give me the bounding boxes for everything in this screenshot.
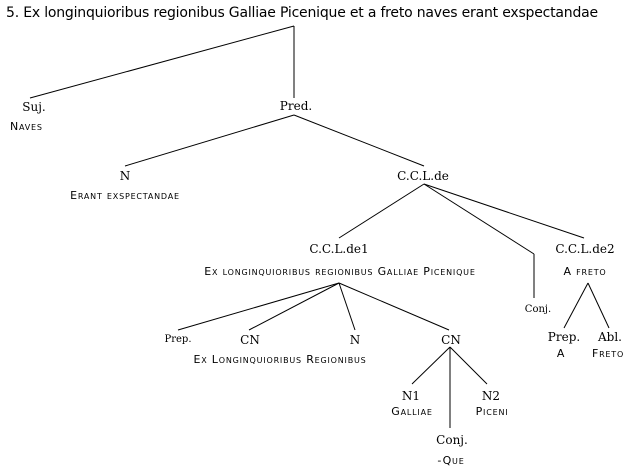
edge-ccl1-cn2 bbox=[338, 282, 450, 331]
gloss-n1: Galliae bbox=[391, 405, 433, 418]
gloss-ex-longinquioribus: Ex Longinquioribus Regionibus bbox=[193, 353, 367, 366]
edge-ccl1-n bbox=[338, 282, 356, 331]
node-ccl1: C.C.L.de1 bbox=[309, 242, 369, 256]
gloss-prep-a: A bbox=[556, 347, 566, 360]
edge-cn2-n2 bbox=[449, 346, 488, 385]
gloss-abl: Freto bbox=[591, 347, 625, 360]
node-abl: Abl. bbox=[598, 330, 622, 344]
gloss-conj-que: -Que bbox=[437, 454, 465, 467]
edge-pred-n bbox=[124, 114, 295, 167]
sentence-title: 5. Ex longinquioribus regionibus Galliae… bbox=[6, 5, 598, 21]
node-cn2: CN bbox=[441, 333, 461, 347]
node-prep: Prep. bbox=[164, 334, 192, 345]
gloss-suj: Naves bbox=[10, 120, 43, 133]
edge-ccl-ccl1 bbox=[338, 183, 425, 239]
gloss-n2: Piceni bbox=[475, 405, 509, 418]
node-prep-a: Prep. bbox=[547, 330, 581, 344]
node-cn1: CN bbox=[240, 333, 260, 347]
edge-ccl-conj bbox=[423, 183, 535, 255]
gloss-ccl1: Ex longinquioribus regionibus Galliae Pi… bbox=[204, 265, 476, 278]
gloss-ccl2: A freto bbox=[563, 265, 607, 278]
edge-root-suj bbox=[29, 25, 295, 99]
node-n-verb: N bbox=[119, 169, 131, 183]
node-pred: Pred. bbox=[279, 99, 313, 113]
edge-ccl-ccl2 bbox=[423, 183, 585, 239]
edge-ccl2-prep bbox=[563, 282, 589, 329]
node-conj-que: Conj. bbox=[436, 433, 468, 447]
edge-cn2-n1 bbox=[411, 346, 451, 385]
edge-ccl1-prep bbox=[177, 282, 340, 331]
node-n2: N2 bbox=[481, 389, 501, 403]
edge-ccl1-cn1 bbox=[248, 282, 340, 331]
edge-ccl2-abl bbox=[587, 282, 610, 329]
node-ccl: C.C.L.de bbox=[397, 169, 449, 183]
gloss-n-verb: Erant exspectandae bbox=[70, 189, 180, 202]
node-n-reg: N bbox=[349, 333, 361, 347]
node-suj: Suj. bbox=[22, 100, 46, 114]
edge-pred-ccl bbox=[293, 114, 425, 167]
node-ccl2: C.C.L.de2 bbox=[555, 242, 615, 256]
node-n1: N1 bbox=[401, 389, 421, 403]
node-conj-top: Conj. bbox=[524, 304, 552, 315]
